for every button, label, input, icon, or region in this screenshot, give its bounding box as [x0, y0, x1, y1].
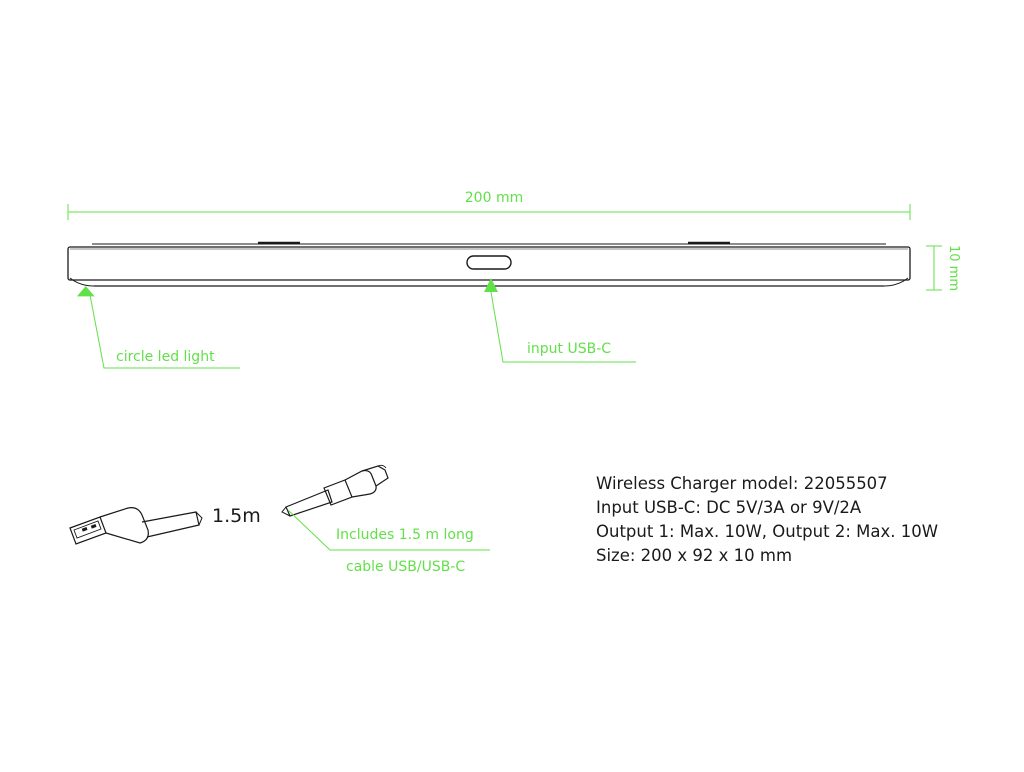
height-dimension [926, 245, 942, 291]
width-dimension-label: 200 mm [465, 190, 523, 206]
height-dimension-label: 10 mm [946, 245, 961, 291]
spec-list: Wireless Charger model: 22055507 Input U… [596, 472, 938, 568]
spec-output: Output 1: Max. 10W, Output 2: Max. 10W [596, 522, 939, 541]
cable-length-label: 1.5m [212, 505, 261, 527]
led-callout-label: circle led light [116, 349, 215, 365]
cable-callout-line1: Includes 1.5 m long [336, 527, 474, 543]
usb-callout-label: input USB-C [527, 341, 611, 357]
usb-callout [484, 278, 636, 363]
charger-body [67, 241, 911, 287]
spec-model: Wireless Charger model: 22055507 [596, 474, 888, 493]
led-arrow-icon [76, 286, 95, 297]
usb-c-plug-icon [281, 464, 389, 517]
usb-arrow-icon [484, 278, 498, 292]
cable-callout-line2: cable USB/USB-C [346, 559, 465, 575]
width-dimension [67, 204, 911, 220]
led-callout [76, 286, 240, 369]
spec-input: Input USB-C: DC 5V/3A or 9V/2A [596, 498, 862, 517]
usb-c-port [466, 255, 512, 270]
cable-callout [287, 509, 490, 551]
usb-a-plug-icon [69, 507, 203, 545]
spec-size: Size: 200 x 92 x 10 mm [596, 546, 793, 565]
